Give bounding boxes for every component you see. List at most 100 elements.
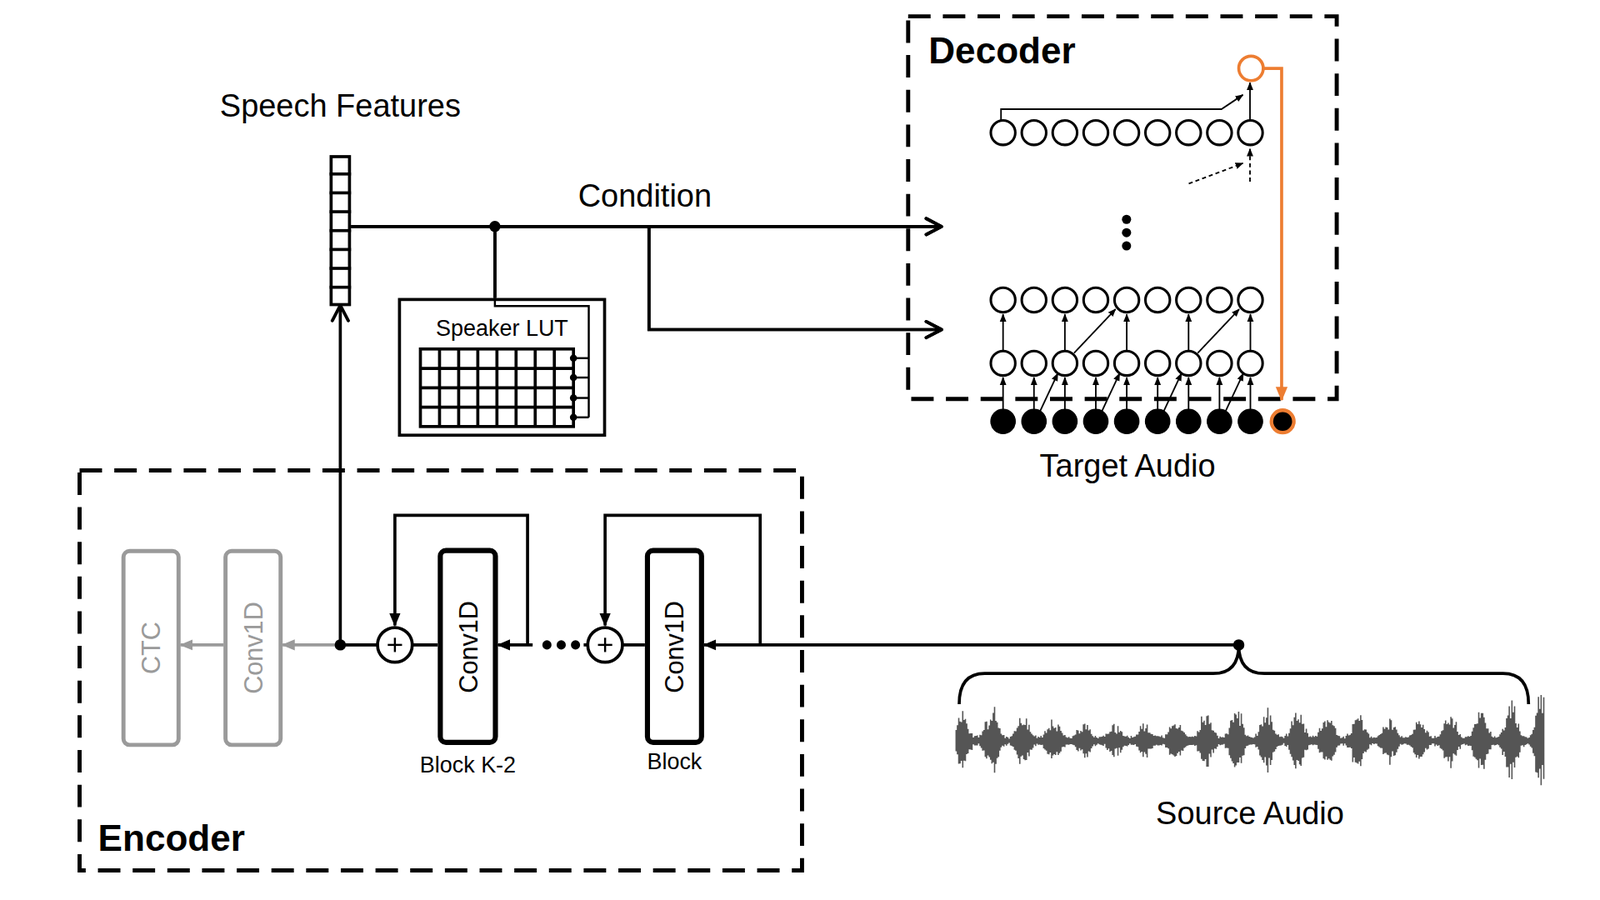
network-arrow: [1197, 309, 1240, 354]
network-unit: [1176, 287, 1201, 312]
audio-waveform: [955, 695, 1544, 785]
sum-symbol: [377, 627, 413, 663]
junction-dot: [335, 639, 346, 650]
audio-sample: [1021, 409, 1046, 434]
network-unit: [990, 350, 1015, 375]
ellipsis-dot: [1121, 241, 1131, 251]
connector-arrow: [498, 643, 645, 647]
sum-symbol-bar: [387, 644, 402, 646]
network-unit: [1114, 287, 1139, 312]
network-unit: [1176, 350, 1201, 375]
network-unit: [1238, 120, 1263, 145]
ellipsis-mask: [532, 635, 584, 655]
audio-source: Source Audio: [954, 645, 1546, 799]
network-unit: [1176, 120, 1201, 145]
heading-label: Speech Features: [220, 86, 461, 125]
network-unit: [1238, 350, 1263, 375]
audio-sample: [1176, 409, 1201, 434]
network-unit: [1207, 120, 1232, 145]
network-unit: [1145, 287, 1170, 312]
ellipsis-dot: [556, 640, 566, 650]
box-label: CTC: [135, 621, 167, 675]
curly-brace: [959, 645, 1529, 705]
network-unit: [1083, 287, 1108, 312]
network-arrow: [1125, 314, 1128, 351]
sum-symbol-bar: [394, 637, 396, 652]
connector-arrow: [282, 643, 438, 647]
section-title: Encoder: [98, 816, 245, 861]
network-unit: [1052, 350, 1077, 375]
network-unit: [1145, 120, 1170, 145]
connector-arrow: [495, 226, 941, 299]
dashed-outline: [905, 14, 1339, 401]
network-arrow: [1095, 377, 1097, 410]
network-arrow: [1164, 373, 1182, 411]
encoder-box: CTCConv1DConv1DBlock K-2Conv1DBlockEncod…: [77, 468, 805, 873]
dashed-border: [80, 470, 803, 870]
network-unit: [1083, 350, 1108, 375]
output-unit: [1239, 55, 1264, 80]
network-unit: [1021, 120, 1046, 145]
network-arrow: [1250, 377, 1252, 410]
junction-dot: [489, 220, 500, 232]
network-unit: [1052, 120, 1077, 145]
dashed-outline: [77, 468, 805, 873]
network-unit: [1114, 120, 1139, 145]
network-arrow: [1074, 309, 1116, 354]
caption-label: Target Audio: [1040, 447, 1216, 486]
network-arrow: [1218, 377, 1220, 410]
connector-arrow: [704, 643, 1240, 647]
network-arrow: [1125, 377, 1128, 410]
ellipsis-dot: [1121, 228, 1131, 238]
network-arrow: [1156, 377, 1159, 410]
decoder-box: Decoder: [905, 14, 1339, 401]
ellipsis-dot: [570, 640, 580, 650]
next-audio-sample: [1271, 410, 1295, 433]
network-unit: [990, 287, 1015, 312]
network-unit: [1021, 350, 1046, 375]
dashed-border: [908, 16, 1337, 400]
network-arrow: [1250, 314, 1252, 351]
box-label: Conv1D: [659, 600, 690, 693]
network-arrow: [1249, 149, 1251, 182]
box-title: Speaker LUT: [435, 315, 569, 342]
lookup-table-box: Speaker LUT: [398, 298, 607, 438]
network-arrow: [1101, 373, 1120, 411]
network-arrow: [1187, 314, 1190, 351]
audio-sample: [990, 409, 1015, 434]
audio-sample: [1114, 409, 1139, 434]
audio-label: Source Audio: [1155, 795, 1345, 834]
sum-symbol-bar: [598, 644, 613, 646]
audio-sample: [1238, 409, 1263, 434]
ellipsis-dot: [542, 640, 552, 650]
block-label: Block K-2: [420, 751, 516, 779]
audio-sample: [1052, 409, 1077, 434]
feedback-arrow: [1263, 68, 1282, 400]
network-arrow: [1064, 377, 1066, 410]
sum-symbol-bar: [604, 637, 606, 652]
network-unit: [1207, 350, 1232, 375]
network-arrow: [1033, 377, 1035, 410]
edge-label: Condition: [578, 176, 712, 215]
audio-sample: [1083, 409, 1108, 434]
network-arrow: [1064, 314, 1066, 351]
ctc-box: CTC: [121, 549, 181, 748]
conv-block: Conv1DBlock K-2: [437, 548, 498, 745]
box-label: Conv1D: [452, 600, 484, 693]
junction-dot: [1233, 639, 1245, 650]
network-arrow: [1002, 377, 1005, 410]
network-arrow: [1187, 377, 1190, 410]
sum-symbol: [587, 627, 623, 663]
illustration-layer: [330, 55, 1545, 785]
network-unit: [990, 120, 1015, 145]
network-unit: [1114, 350, 1139, 375]
network-unit: [1021, 287, 1046, 312]
box-label: Conv1D: [237, 601, 269, 695]
connector-arrow: [180, 643, 224, 647]
network-unit: [1145, 350, 1170, 375]
audio-sample: [1145, 409, 1170, 434]
network-arrow: [1002, 314, 1005, 351]
audio-sample: [1207, 409, 1232, 434]
conv-box: Conv1D: [223, 549, 283, 748]
